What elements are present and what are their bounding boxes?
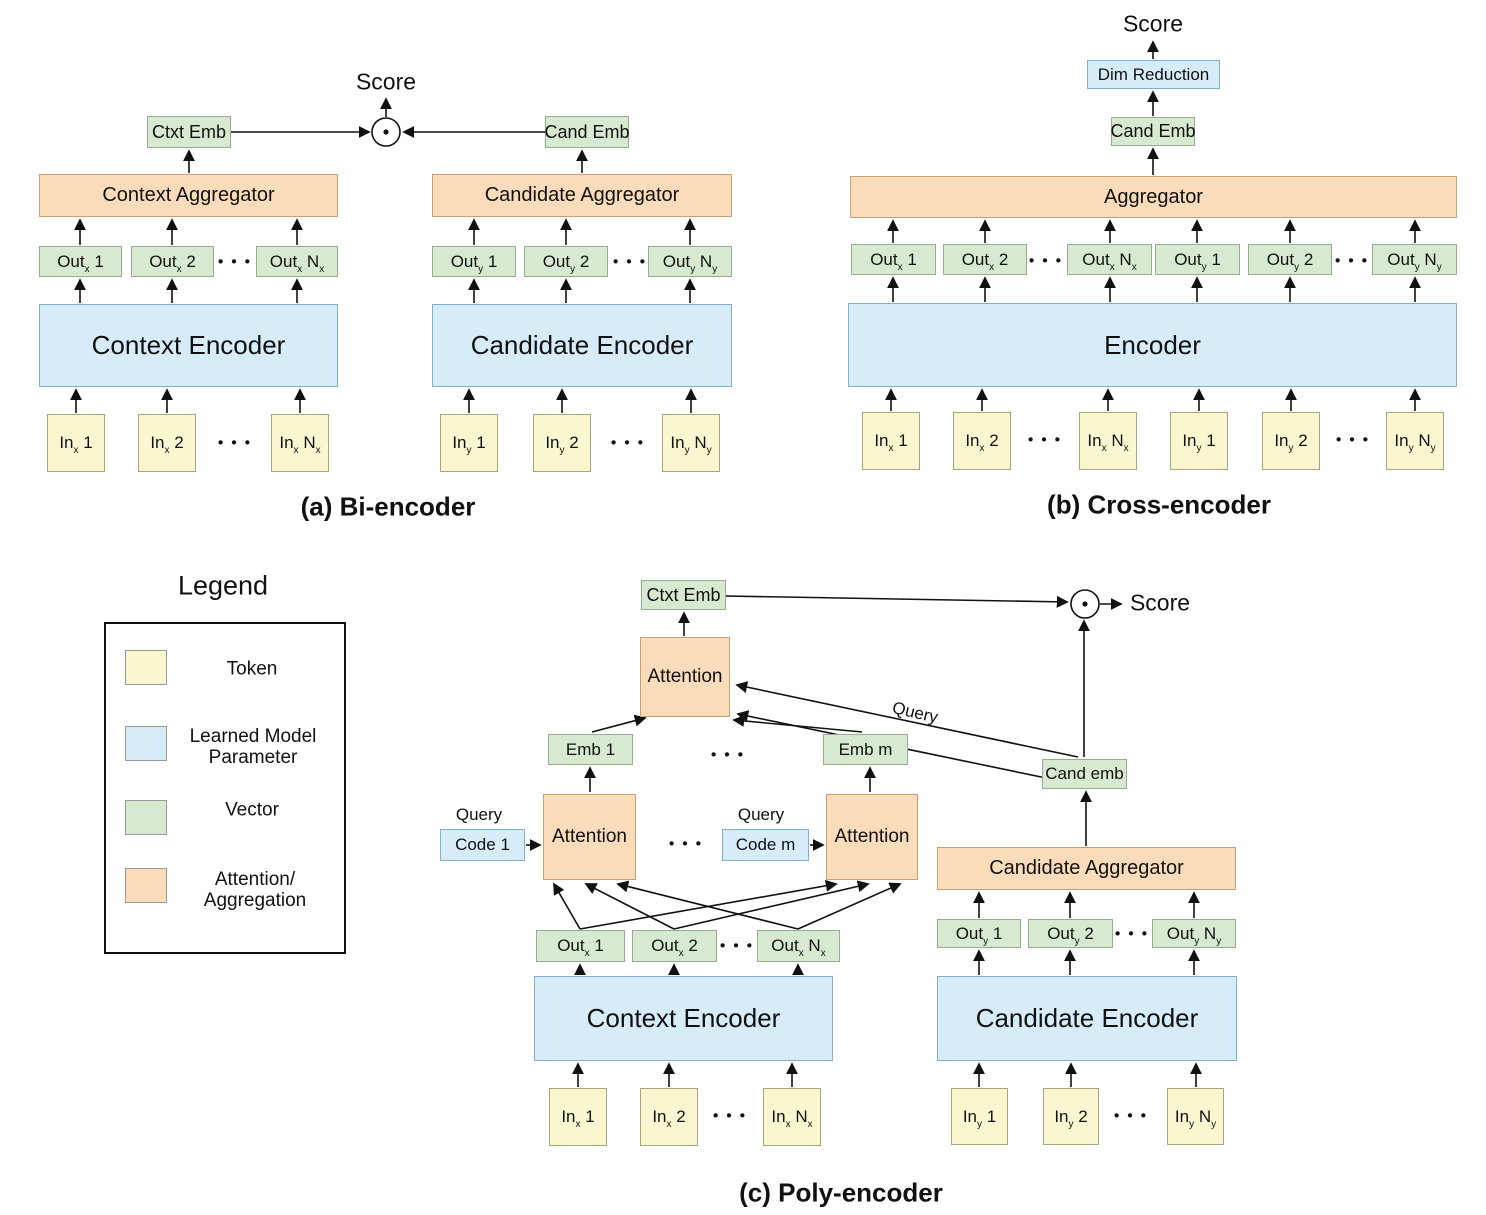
poly-iny2-token-box: Iny 2 (1043, 1088, 1099, 1145)
poly-outxN-vector-box: Outx Nx (757, 930, 840, 962)
cross-iny1-token-box: Iny 1 (1170, 412, 1228, 470)
bi-outx1-vector-box: Outx 1 (39, 246, 122, 277)
poly-query-arrow-label: Query (890, 698, 940, 727)
bi-cand-emb-box: Cand Emb (544, 116, 630, 148)
poly-code1-box: Code 1 (440, 829, 525, 861)
legend-title: Legend (177, 570, 269, 601)
poly-encoder-caption: (c) Poly-encoder (739, 1177, 943, 1208)
cross-iny-ellipsis: • • • (1335, 431, 1371, 449)
bi-encoder-caption: (a) Bi-encoder (300, 491, 476, 522)
legend-token-swatch (125, 650, 167, 685)
poly-querym-label: Query (737, 805, 785, 824)
bi-inyN-token-box: Iny Ny (662, 414, 720, 472)
poly-inx1-token-box: Inx 1 (549, 1088, 607, 1146)
poly-cand-emb-box: Cand emb (1042, 759, 1127, 789)
cross-outy-ellipsis: • • • (1334, 252, 1370, 270)
cross-aggregator-box: Aggregator (850, 176, 1457, 218)
poly-inx-ellipsis: • • • (712, 1107, 748, 1125)
poly-outyN-vector-box: Outy Ny (1152, 919, 1236, 948)
poly-outx2-vector-box: Outx 2 (632, 930, 717, 962)
poly-inxN-token-box: Inx Nx (763, 1088, 821, 1146)
bi-candidate-aggregator-box: Candidate Aggregator (432, 174, 732, 217)
bi-outy1-vector-box: Outy 1 (432, 246, 516, 277)
poly-attention1-box: Attention (543, 794, 636, 880)
poly-context-encoder-box: Context Encoder (534, 976, 833, 1061)
poly-iny1-token-box: Iny 1 (951, 1088, 1008, 1145)
poly-outy-ellipsis: • • • (1114, 925, 1150, 943)
legend-vector-swatch (125, 800, 167, 835)
poly-outx1-vector-box: Outx 1 (536, 930, 625, 962)
legend-parameter-swatch (125, 726, 167, 761)
cross-encoder-caption: (b) Cross-encoder (1047, 489, 1271, 520)
bi-outx-ellipsis: • • • (217, 253, 253, 271)
poly-emb-ellipsis: • • • (710, 746, 746, 764)
poly-emb1-vector-box: Emb 1 (548, 734, 633, 765)
poly-score-label: Score (1129, 589, 1191, 616)
legend-attention-label: Attention/ Aggregation (203, 869, 307, 911)
cross-outx2-vector-box: Outx 2 (943, 244, 1027, 275)
cross-outxN-vector-box: Outx Nx (1067, 244, 1152, 275)
bi-outxN-vector-box: Outx Nx (256, 246, 338, 277)
bi-context-aggregator-box: Context Aggregator (39, 174, 338, 217)
cross-dim-reduction-box: Dim Reduction (1087, 60, 1220, 89)
poly-outy1-vector-box: Outy 1 (937, 919, 1021, 948)
cross-inx1-token-box: Inx 1 (862, 412, 920, 470)
bi-context-encoder-box: Context Encoder (39, 304, 338, 387)
bi-outy2-vector-box: Outy 2 (524, 246, 608, 277)
bi-iny1-token-box: Iny 1 (440, 414, 498, 472)
bi-inxN-token-box: Inx Nx (271, 414, 329, 472)
cross-iny2-token-box: Iny 2 (1262, 412, 1320, 470)
poly-candidate-encoder-box: Candidate Encoder (937, 976, 1237, 1061)
bi-outy-ellipsis: • • • (612, 253, 648, 271)
legend-vector-label: Vector (225, 799, 279, 821)
cross-inxN-token-box: Inx Nx (1079, 412, 1137, 470)
bi-inx1-token-box: Inx 1 (47, 414, 105, 472)
poly-outy2-vector-box: Outy 2 (1028, 919, 1113, 948)
bi-iny-ellipsis: • • • (610, 434, 646, 452)
poly-candidate-aggregator-box: Candidate Aggregator (937, 847, 1236, 890)
cross-cand-emb-box: Cand Emb (1110, 117, 1196, 146)
bi-outx2-vector-box: Outx 2 (131, 246, 214, 277)
cross-inyN-token-box: Iny Ny (1386, 412, 1444, 470)
poly-ctxt-emb-box: Ctxt Emb (641, 580, 726, 610)
cross-outy1-vector-box: Outy 1 (1155, 244, 1240, 275)
cross-encoder-box: Encoder (848, 303, 1457, 387)
poly-attention-ellipsis: • • • (668, 835, 704, 853)
cross-outx-ellipsis: • • • (1028, 252, 1064, 270)
cross-inx2-token-box: Inx 2 (953, 412, 1011, 470)
legend-parameter-label: Learned Model Parameter (189, 726, 317, 768)
bi-ctxt-emb-box: Ctxt Emb (147, 116, 231, 148)
poly-encoder-dot-product-node (1070, 589, 1100, 619)
cross-outyN-vector-box: Outy Ny (1372, 244, 1457, 275)
cross-score-label: Score (1122, 10, 1184, 37)
legend-attention-swatch (125, 868, 167, 903)
poly-inyN-token-box: Iny Ny (1167, 1088, 1224, 1145)
poly-codem-box: Code m (722, 829, 809, 861)
bi-inx-ellipsis: • • • (217, 434, 253, 452)
poly-top-attention-box: Attention (640, 637, 730, 717)
cross-outy2-vector-box: Outy 2 (1248, 244, 1332, 275)
bi-outyN-vector-box: Outy Ny (648, 246, 732, 277)
cross-inx-ellipsis: • • • (1027, 431, 1063, 449)
bi-candidate-encoder-box: Candidate Encoder (432, 304, 732, 387)
poly-query1-label: Query (455, 805, 503, 824)
poly-outx-ellipsis: • • • (719, 937, 755, 955)
bi-encoder-dot-product-node (371, 117, 401, 147)
bi-inx2-token-box: Inx 2 (138, 414, 196, 472)
poly-embm-vector-box: Emb m (823, 734, 908, 765)
bi-score-label: Score (355, 68, 417, 95)
bi-iny2-token-box: Iny 2 (533, 414, 591, 472)
cross-outx1-vector-box: Outx 1 (851, 244, 936, 275)
poly-iny-ellipsis: • • • (1113, 1107, 1149, 1125)
legend-token-label: Token (226, 658, 278, 680)
poly-inx2-token-box: Inx 2 (640, 1088, 698, 1146)
poly-attentionm-box: Attention (826, 794, 918, 880)
